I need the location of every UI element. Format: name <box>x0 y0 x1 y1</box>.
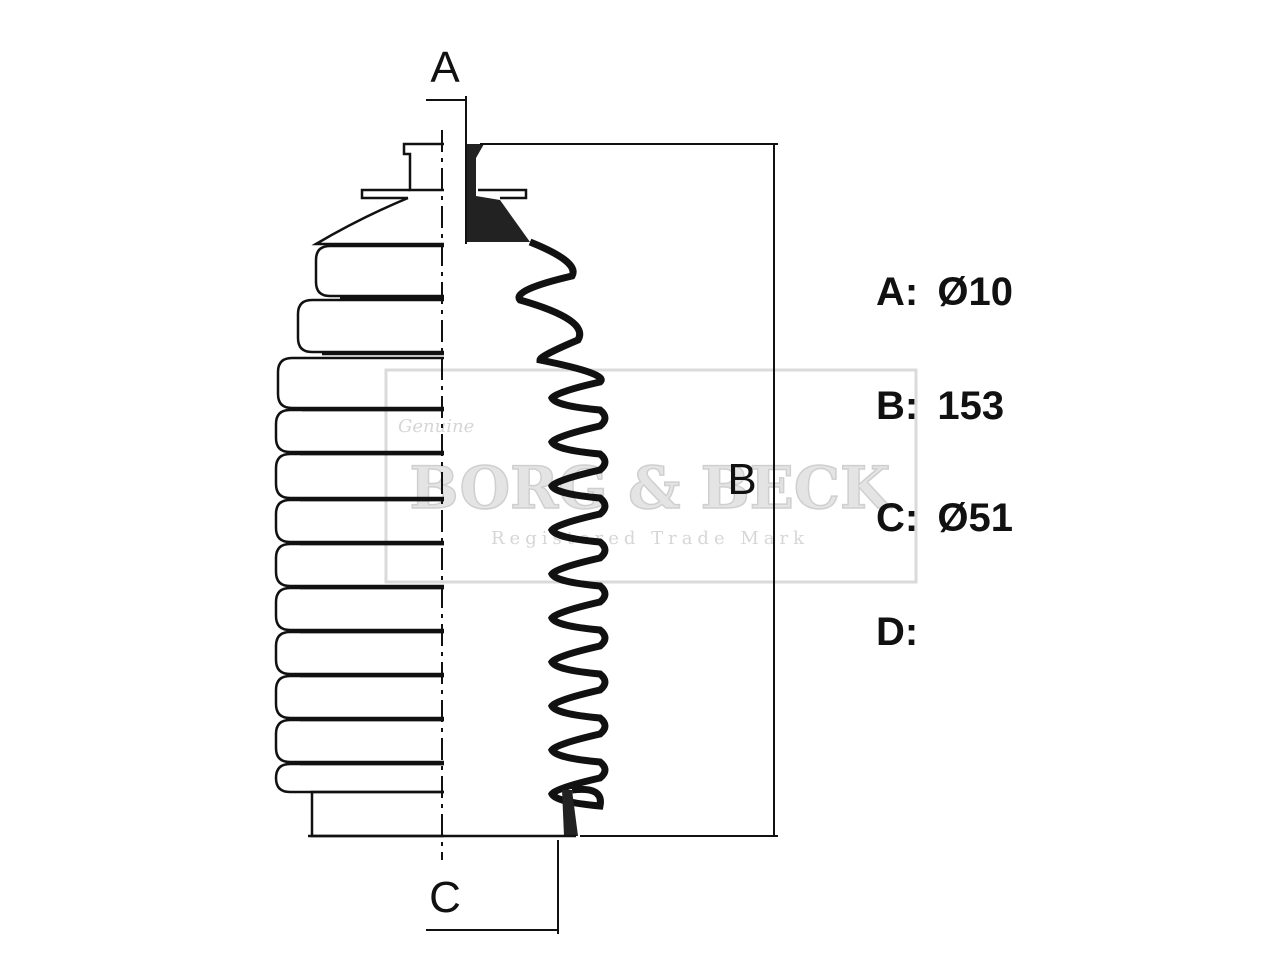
bellows-lobe <box>274 718 444 764</box>
bellows-lobe <box>274 498 444 544</box>
dimension-label-c: C <box>429 873 461 922</box>
spec-value: Ø10 <box>937 270 1013 314</box>
watermark-script: Genuine <box>398 416 474 437</box>
spec-row-d: D: <box>876 610 937 655</box>
top-collar <box>311 142 528 246</box>
bellows-lobe <box>296 298 444 354</box>
bellows-lobe <box>274 452 444 500</box>
bellows-lobe <box>274 630 444 676</box>
spec-key: B: <box>876 384 919 428</box>
bellows-lobe <box>276 356 444 410</box>
dimension-label-b: B <box>727 455 756 504</box>
spec-value: 153 <box>937 384 1005 428</box>
spec-key: C: <box>876 496 919 540</box>
dimension-lines <box>426 96 778 934</box>
bellows-lobe <box>274 586 444 632</box>
spec-row-c: C: Ø51 <box>876 496 1013 541</box>
bottom-cuff <box>308 790 576 838</box>
watermark-tagline: Registered Trade Mark <box>491 528 809 549</box>
bellows-lobe <box>314 244 444 298</box>
dimension-label-a: A <box>430 43 460 92</box>
spec-key: D: <box>876 610 919 654</box>
bellows-right-profile <box>515 238 609 810</box>
watermark: Genuine BORG & BECK Registered Trade Mar… <box>384 368 918 584</box>
bellows-lobe <box>274 408 444 454</box>
right-section <box>466 144 609 836</box>
watermark-brand: BORG & BECK <box>410 454 893 522</box>
spec-key: A: <box>876 270 919 314</box>
bottom-cuff-section <box>562 790 578 836</box>
top-section-fill <box>466 144 530 242</box>
bellows-lobe <box>274 762 444 794</box>
spec-row-b: B: 153 <box>876 384 1004 429</box>
watermark-frame <box>384 368 918 584</box>
bellows-left-outline <box>274 244 444 794</box>
spec-row-a: A: Ø10 <box>876 270 1013 315</box>
bellows-lobe <box>274 674 444 720</box>
spec-value: Ø51 <box>937 496 1013 540</box>
bellows-lobe <box>274 542 444 588</box>
